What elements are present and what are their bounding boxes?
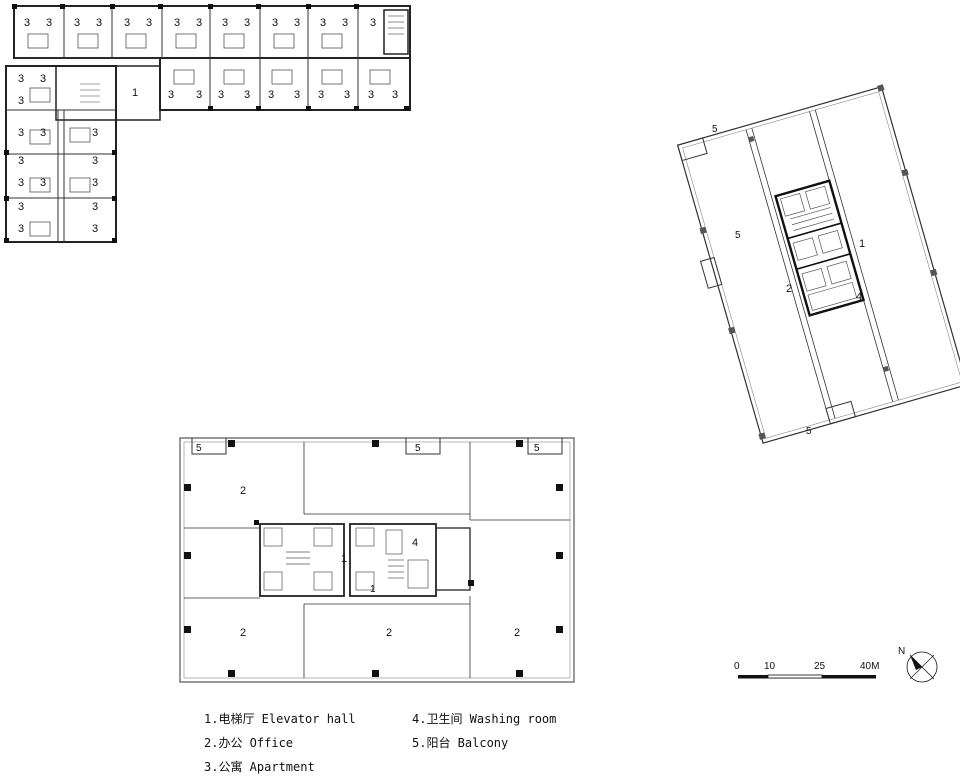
- unit-label: 3: [92, 127, 98, 139]
- unit-label: 3: [174, 17, 180, 29]
- office-label: 2: [786, 283, 792, 295]
- scale-tick-label: 0: [734, 661, 740, 672]
- hall-label: 1: [370, 584, 376, 595]
- unit-label: 3: [196, 89, 202, 101]
- unit-label: 3: [74, 17, 80, 29]
- unit-label: 3: [18, 177, 24, 189]
- office-plan-labels: 2 2 2 2 1 1 4 5 5 5: [196, 443, 540, 639]
- office-label: 2: [514, 627, 520, 639]
- north-arrow-icon: N: [898, 646, 938, 683]
- legend-item-balcony: 5.阳台 Balcony: [412, 736, 509, 750]
- washroom-label: 4: [412, 537, 418, 549]
- unit-label: 3: [92, 177, 98, 189]
- unit-label: 3: [146, 17, 152, 29]
- unit-label: 3: [368, 89, 374, 101]
- unit-label: 3: [18, 201, 24, 213]
- unit-label: 3: [294, 89, 300, 101]
- unit-label: 3: [40, 73, 46, 85]
- office-label: 2: [240, 627, 246, 639]
- tilted-plan-labels: 2 1 4 5 5 5: [712, 124, 865, 437]
- hall-label: 1: [341, 553, 347, 565]
- unit-label: 3: [92, 201, 98, 213]
- legend-item-washing-room: 4.卫生间 Washing room: [412, 712, 557, 726]
- unit-label: 3: [92, 223, 98, 235]
- scale-bar: 0 10 25 40M: [734, 661, 879, 679]
- unit-label: 3: [96, 17, 102, 29]
- scale-tick-label: 25: [814, 661, 826, 672]
- scale-tick-label: 10: [764, 661, 776, 672]
- balcony-label: 5: [196, 443, 202, 454]
- unit-label: 3: [222, 17, 228, 29]
- apartment-floor-plan: [4, 4, 411, 243]
- unit-label: 3: [24, 17, 30, 29]
- unit-label: 3: [18, 73, 24, 85]
- legend-item-apartment: 3.公寓 Apartment: [204, 760, 315, 774]
- washroom-label: 4: [856, 291, 862, 303]
- apartment-unit-labels: 3 3 3 3 3 3 3 3 3 3 3 3 3 3 3 3 3 3 3 3 …: [18, 17, 398, 235]
- unit-label: 3: [218, 89, 224, 101]
- balcony-label: 5: [735, 230, 741, 241]
- unit-label: 3: [18, 95, 24, 107]
- unit-label: 3: [18, 223, 24, 235]
- unit-label: 3: [320, 17, 326, 29]
- unit-label: 3: [92, 155, 98, 167]
- unit-label: 3: [370, 17, 376, 29]
- unit-label: 3: [318, 89, 324, 101]
- unit-label: 3: [294, 17, 300, 29]
- unit-label: 3: [40, 177, 46, 189]
- office-floor-plan: [179, 437, 575, 683]
- hall-label: 1: [132, 87, 138, 99]
- legend-item-office: 2.办公 Office: [204, 736, 294, 750]
- unit-label: 3: [124, 17, 130, 29]
- unit-label: 3: [392, 89, 398, 101]
- balcony-label: 5: [415, 443, 421, 454]
- unit-label: 3: [244, 89, 250, 101]
- unit-label: 3: [268, 89, 274, 101]
- hall-label: 1: [859, 238, 865, 250]
- unit-label: 3: [168, 89, 174, 101]
- unit-label: 3: [342, 17, 348, 29]
- balcony-label: 5: [806, 426, 812, 437]
- unit-label: 3: [46, 17, 52, 29]
- balcony-label: 5: [534, 443, 540, 454]
- unit-label: 3: [18, 127, 24, 139]
- scale-tick-label: 40M: [860, 661, 879, 672]
- unit-label: 3: [344, 89, 350, 101]
- north-label: N: [898, 646, 905, 657]
- unit-label: 3: [244, 17, 250, 29]
- legend-item-elevator-hall: 1.电梯厅 Elevator hall: [204, 712, 356, 726]
- unit-label: 3: [18, 155, 24, 167]
- tilted-floor-plan: [676, 84, 960, 444]
- unit-label: 3: [196, 17, 202, 29]
- unit-label: 3: [272, 17, 278, 29]
- unit-label: 3: [40, 127, 46, 139]
- office-label: 2: [386, 627, 392, 639]
- office-label: 2: [240, 485, 246, 497]
- balcony-label: 5: [712, 124, 718, 135]
